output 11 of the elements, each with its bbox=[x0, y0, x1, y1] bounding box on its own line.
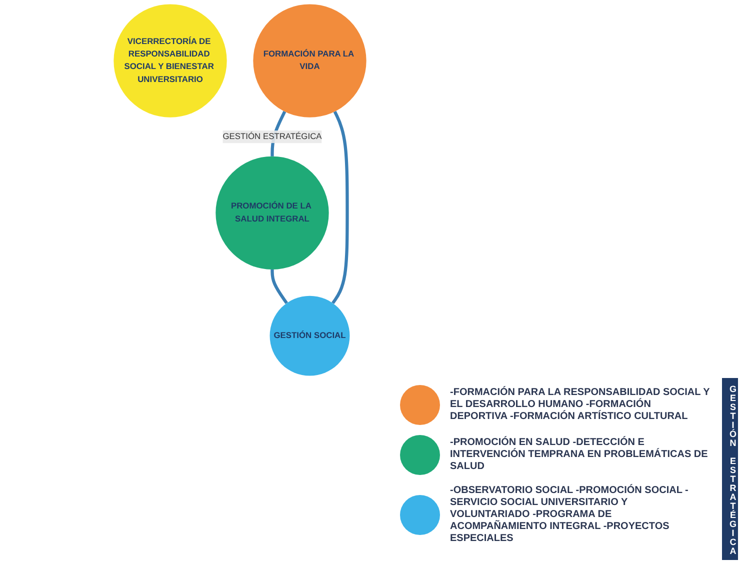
connector bbox=[270, 270, 288, 304]
connector bbox=[332, 110, 349, 304]
node-circle: GESTIÓN SOCIAL bbox=[270, 296, 350, 376]
node-circle: FORMACIÓN PARA LA VIDA bbox=[253, 4, 366, 118]
legend-text: -PROMOCIÓN EN SALUD -DETECCIÓN E INTERVENCIÓN TEMPRANA EN PROBLEMÁTICAS DE SALUD bbox=[450, 437, 709, 473]
legend-text: -FORMACIÓN PARA LA RESPONSABILIDAD SOCIAL Y EL DESARROLLO HUMANO -FORMACIÓN DEPORTIVA -FORMACIÓN ARTÍSTICO CULTURAL bbox=[450, 387, 710, 423]
edge-label: GESTIÓN ESTRATÉGICA bbox=[222, 132, 322, 142]
legend-text: -OBSERVATORIO SOCIAL -PROMOCIÓN SOCIAL -SERVICIO SOCIAL UNIVERSITARIO Y VOLUNTARIADO -PROGRAMA DE ACOMPAÑAMIENTO INTEGRAL -PROYECTOS ESPECIALES bbox=[450, 485, 690, 545]
vertical-label: GESTIÓN ESTRATÉGICA bbox=[722, 378, 738, 560]
node-circle: VICERRECTORÍA DE RESPONSABILIDAD SOCIAL Y BIENESTAR UNIVERSITARIO bbox=[114, 4, 227, 118]
node-circle: PROMOCIÓN DE LA SALUD INTEGRAL bbox=[216, 156, 329, 270]
